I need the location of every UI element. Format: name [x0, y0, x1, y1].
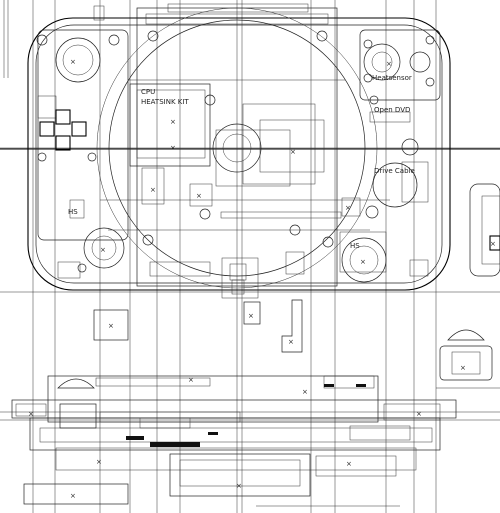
svg-text:×: ×	[236, 482, 242, 490]
svg-text:×: ×	[100, 246, 106, 254]
svg-text:×: ×	[386, 60, 392, 68]
svg-text:×: ×	[460, 364, 466, 372]
svg-text:×: ×	[70, 492, 76, 500]
console-top-view[interactable]	[27, 3, 451, 299]
detached-parts[interactable]	[93, 279, 303, 353]
reference-markers: × × × × × × × × × × × × × × × × × × × × …	[28, 58, 496, 500]
right-drive-area[interactable]: Heatsensor Open DVD Drive Cable HS	[285, 29, 441, 283]
side-section-view[interactable]	[0, 375, 500, 507]
svg-text:×: ×	[108, 322, 114, 330]
svg-text:×: ×	[302, 388, 308, 396]
cpu-heatsink-block[interactable]: CPU HEATSINK KIT	[129, 83, 213, 207]
hs-left-label: HS	[68, 208, 78, 216]
drive-cable-label: Drive Cable	[374, 167, 415, 175]
svg-text:×: ×	[170, 118, 176, 126]
svg-text:×: ×	[96, 458, 102, 466]
svg-text:×: ×	[188, 376, 194, 384]
svg-text:×: ×	[70, 58, 76, 66]
heatsink-label: HEATSINK KIT	[141, 98, 189, 106]
hs-right-label: HS	[350, 242, 360, 250]
svg-text:×: ×	[288, 338, 294, 346]
svg-text:×: ×	[346, 460, 352, 468]
svg-text:×: ×	[290, 148, 296, 156]
svg-text:×: ×	[416, 410, 422, 418]
svg-text:×: ×	[248, 312, 254, 320]
cpu-label: CPU	[141, 88, 155, 96]
mounting-screws	[77, 30, 379, 273]
heatsensor-label: Heatsensor	[372, 74, 412, 82]
svg-text:×: ×	[150, 186, 156, 194]
svg-text:×: ×	[170, 144, 176, 152]
svg-text:×: ×	[196, 192, 202, 200]
svg-text:×: ×	[28, 410, 34, 418]
left-port-cluster[interactable]: HS	[36, 29, 129, 279]
external-fan-part[interactable]	[436, 183, 500, 389]
open-dvd-label: Open DVD	[374, 106, 410, 114]
svg-text:×: ×	[345, 204, 351, 212]
svg-text:×: ×	[490, 240, 496, 248]
svg-text:×: ×	[360, 258, 366, 266]
